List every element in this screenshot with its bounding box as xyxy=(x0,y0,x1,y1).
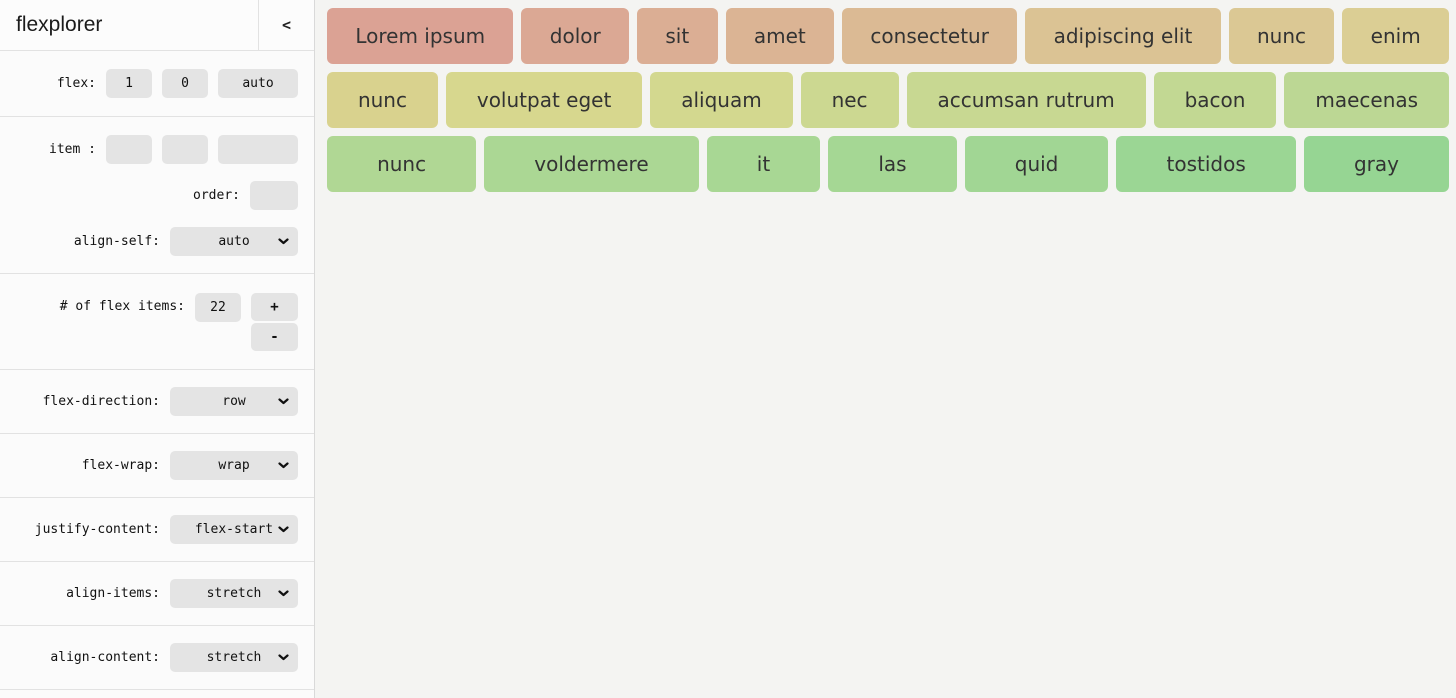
flex-direction-value: row xyxy=(222,394,246,409)
app-title: flexplorer xyxy=(16,13,103,36)
sidebar-header: flexplorer < xyxy=(0,0,314,51)
flex-item: nunc xyxy=(327,72,438,128)
flex-wrap-select[interactable]: wrap xyxy=(170,451,298,480)
flex-shrink-input[interactable] xyxy=(162,69,208,98)
flex-item: maecenas xyxy=(1284,72,1449,128)
item-label: item : xyxy=(49,142,96,157)
flex-item: aliquam xyxy=(650,72,793,128)
item-flex-row: item : xyxy=(0,135,314,164)
justify-content-value: flex-start xyxy=(194,522,274,537)
align-self-select[interactable]: auto xyxy=(170,227,298,256)
item-section: item : order: align-self: auto xyxy=(0,117,314,274)
align-items-label: align-items: xyxy=(66,586,160,601)
flex-item: Lorem ipsum xyxy=(327,8,514,64)
order-label: order: xyxy=(193,188,240,203)
flex-shorthand-section: flex: xyxy=(0,51,314,117)
flex-basis-input[interactable] xyxy=(218,69,298,98)
flex-item: nunc xyxy=(327,136,477,192)
chevron-down-icon xyxy=(278,654,289,661)
item-flex-shrink-input[interactable] xyxy=(162,135,208,164)
flex-direction-label: flex-direction: xyxy=(42,394,160,409)
remove-item-button[interactable]: - xyxy=(251,323,298,351)
flex-row: Lorem ipsum dolor sit amet consectetur a… xyxy=(327,8,1450,64)
justify-content-label: justify-content: xyxy=(34,522,160,537)
chevron-down-icon xyxy=(278,590,289,597)
flex-direction-row: flex-direction: row xyxy=(0,370,314,434)
flex-item: it xyxy=(706,136,821,192)
add-item-button[interactable]: + xyxy=(251,293,298,321)
flex-wrap-label: flex-wrap: xyxy=(81,458,160,473)
order-row: order: xyxy=(0,181,314,210)
flex-item: enim xyxy=(1342,8,1450,64)
flex-playground: Lorem ipsum dolor sit amet consectetur a… xyxy=(315,0,1456,698)
chevron-down-icon xyxy=(278,526,289,533)
align-content-select[interactable]: stretch xyxy=(170,643,298,672)
chevron-down-icon xyxy=(278,398,289,405)
order-input[interactable] xyxy=(250,181,298,210)
sidebar: flexplorer < flex: item : order: align-s… xyxy=(0,0,315,698)
align-content-label: align-content: xyxy=(50,650,160,665)
sidebar-collapse-button[interactable]: < xyxy=(258,0,314,50)
flex-item: adipiscing elit xyxy=(1025,8,1221,64)
flex-item: consectetur xyxy=(842,8,1018,64)
count-stepper: + - xyxy=(251,293,298,351)
flex-item: accumsan rutrum xyxy=(906,72,1146,128)
flex-item: quid xyxy=(964,136,1109,192)
align-items-value: stretch xyxy=(206,586,262,601)
align-items-row: align-items: stretch xyxy=(0,562,314,626)
flex-wrap-row: flex-wrap: wrap xyxy=(0,434,314,498)
chevron-down-icon xyxy=(278,462,289,469)
flex-item: dolor xyxy=(521,8,630,64)
align-self-label: align-self: xyxy=(73,234,160,249)
flex-item-count-section: # of flex items: + - xyxy=(0,274,314,370)
flex-item: gray xyxy=(1303,136,1450,192)
justify-content-select[interactable]: flex-start xyxy=(170,515,298,544)
chevron-down-icon xyxy=(278,238,289,245)
flex-wrap-value: wrap xyxy=(218,458,250,473)
flex-grow-input[interactable] xyxy=(106,69,152,98)
flex-label: flex: xyxy=(56,76,96,91)
align-self-value: auto xyxy=(218,234,250,249)
align-content-row: align-content: stretch xyxy=(0,626,314,690)
align-self-row: align-self: auto xyxy=(0,227,314,256)
flex-item: nunc xyxy=(1228,8,1335,64)
item-flex-grow-input[interactable] xyxy=(106,135,152,164)
flex-item-count-label: # of flex items: xyxy=(59,299,185,314)
flex-row: nunc voldermere it las quid tostidos gra… xyxy=(327,136,1450,192)
flex-item: nec xyxy=(800,72,899,128)
flex-item: las xyxy=(828,136,957,192)
flex-item: sit xyxy=(637,8,718,64)
flex-item: amet xyxy=(725,8,835,64)
flex-item: voldermere xyxy=(484,136,699,192)
item-flex-basis-input[interactable] xyxy=(218,135,298,164)
flex-item: volutpat eget xyxy=(445,72,643,128)
justify-content-row: justify-content: flex-start xyxy=(0,498,314,562)
flex-item: bacon xyxy=(1153,72,1277,128)
align-content-value: stretch xyxy=(206,650,262,665)
flex-row: nunc volutpat eget aliquam nec accumsan … xyxy=(327,72,1449,128)
flex-item-count-input[interactable] xyxy=(195,293,241,322)
flex-item: tostidos xyxy=(1116,136,1296,192)
align-items-select[interactable]: stretch xyxy=(170,579,298,608)
flex-direction-select[interactable]: row xyxy=(170,387,298,416)
